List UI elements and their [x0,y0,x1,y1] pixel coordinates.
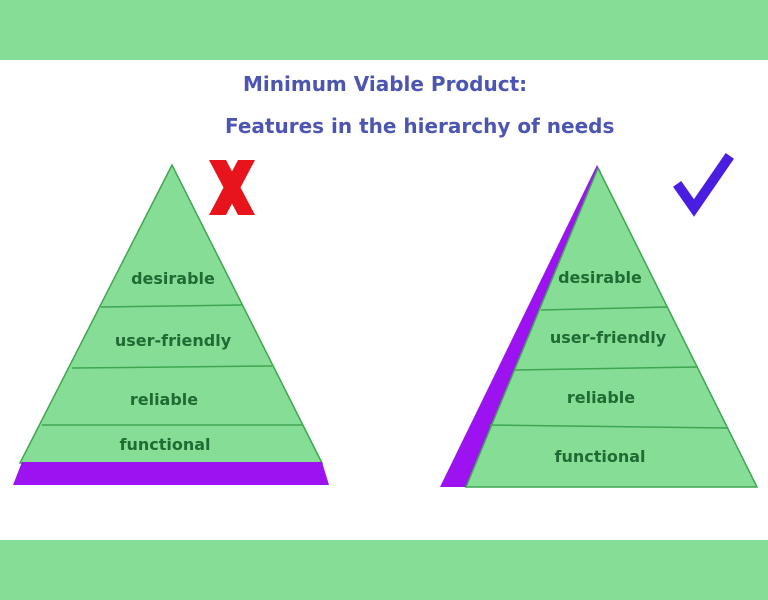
left-tier-label: functional [119,435,210,454]
page-subtitle: Features in the hierarchy of needs [225,114,615,138]
right-tier-label: user-friendly [550,328,667,347]
bottom-banner [0,540,768,600]
left-tier-label: reliable [130,390,198,409]
right-tier-label: reliable [567,388,635,407]
page-title: Minimum Viable Product: [243,72,528,96]
right-tier-label: desirable [558,268,642,287]
right-tier-divider [489,424,728,429]
right-pyramid-shape [464,166,759,488]
left-pyramid-shape [18,163,324,464]
check-icon [673,153,734,217]
right-tier-divider [514,366,699,371]
left-pyramid: desirable user-friendly reliable functio… [13,163,329,485]
right-purple-edge [440,165,601,487]
left-tier-label: user-friendly [115,331,232,350]
cross-icon [209,160,255,215]
left-tier-divider [100,304,244,308]
top-banner [0,0,768,60]
right-tier-divider [540,306,669,311]
right-pyramid: desirable user-friendly reliable functio… [440,165,759,488]
left-tier-divider [71,365,273,369]
left-base-bar [13,462,329,485]
left-tier-label: desirable [131,269,215,288]
right-tier-label: functional [554,447,645,466]
